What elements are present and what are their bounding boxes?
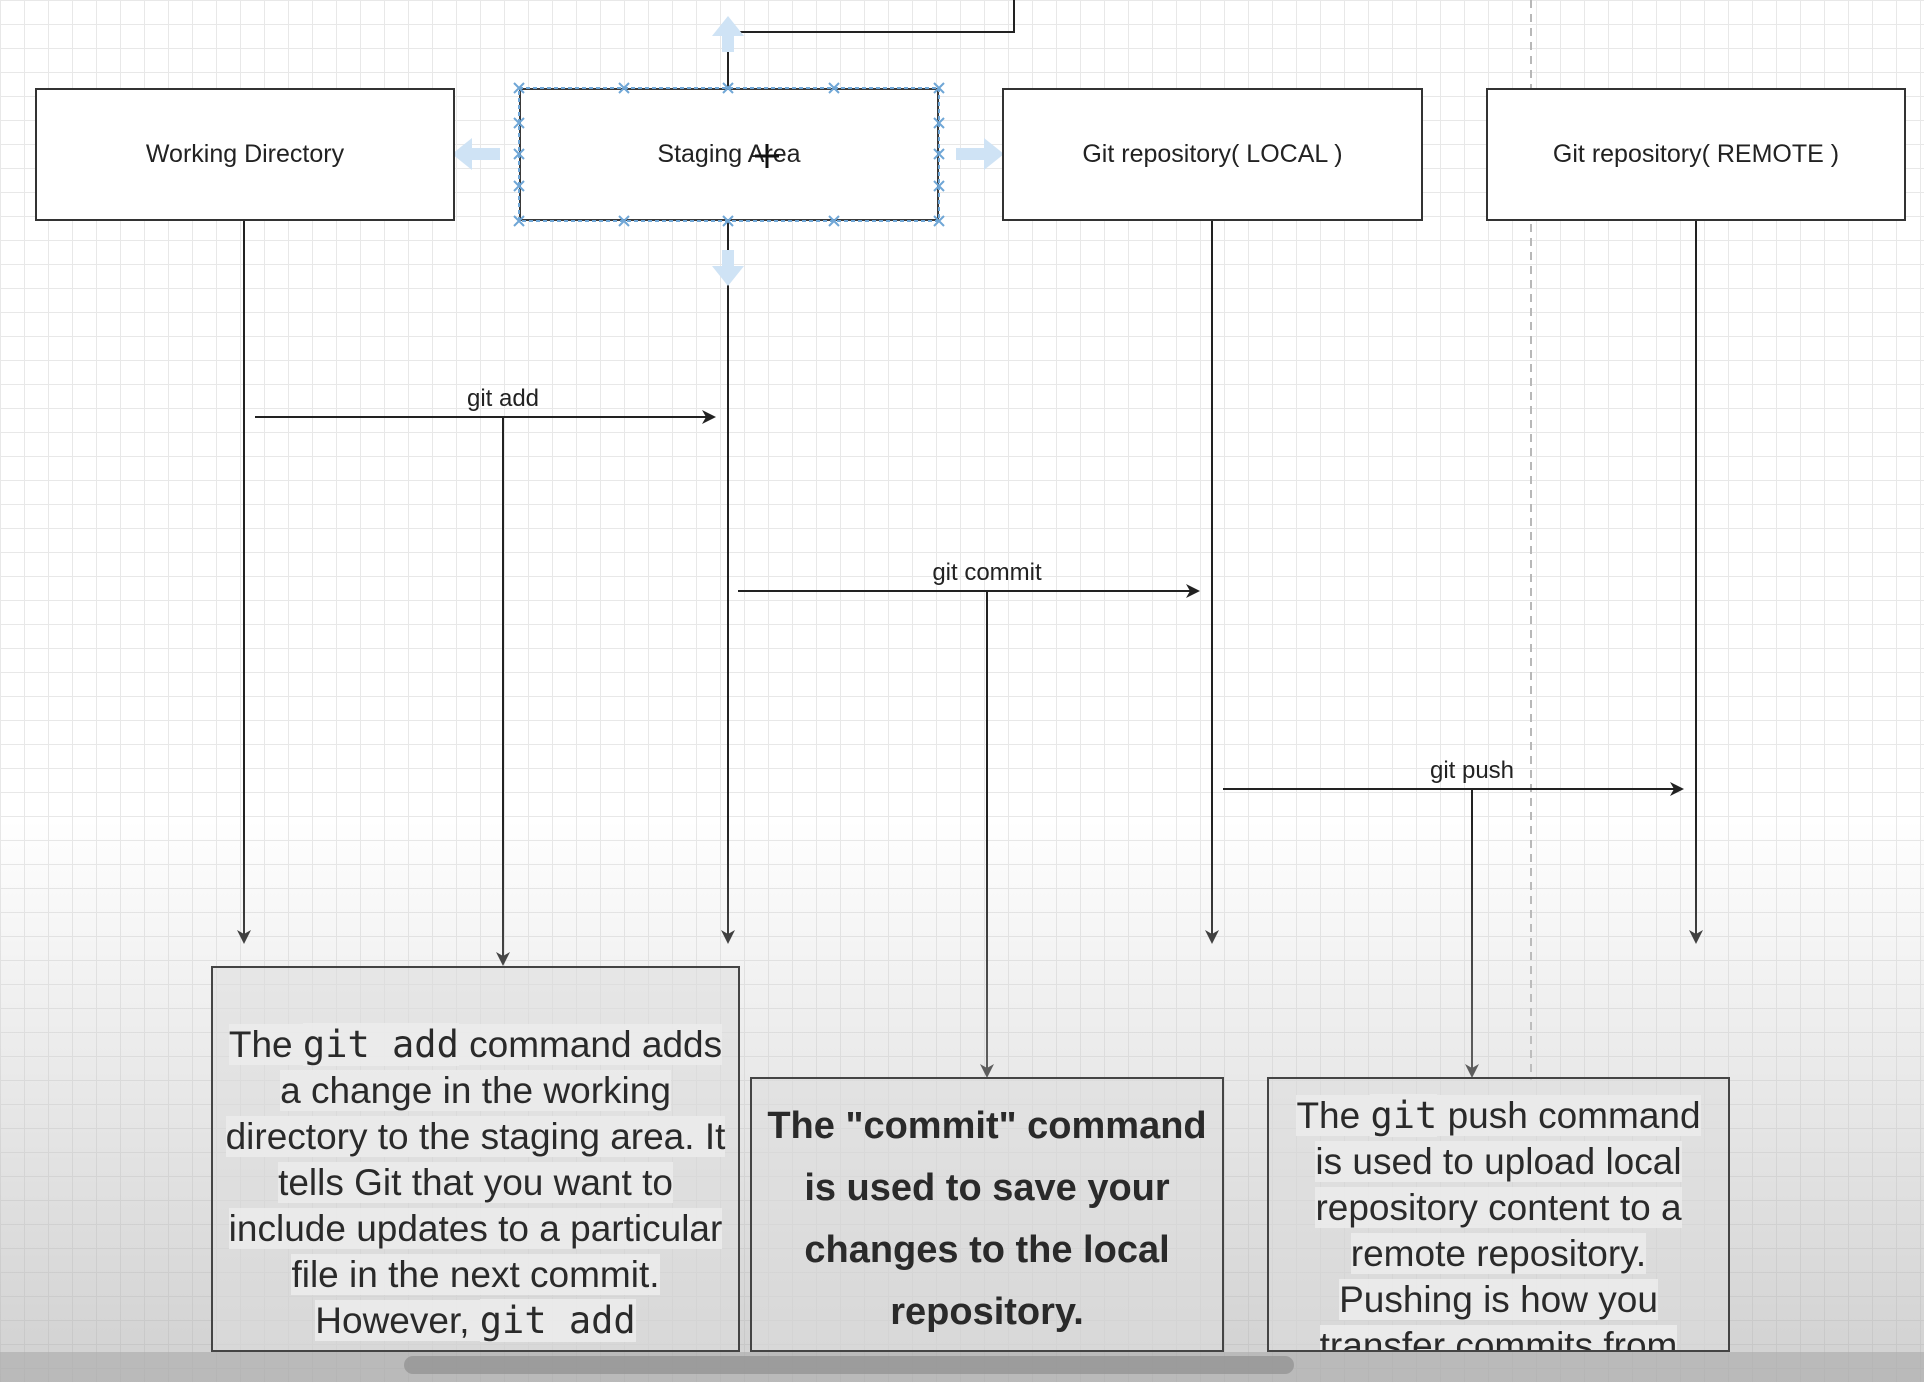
resize-handle-icon[interactable]: [513, 180, 525, 192]
resize-handle-icon[interactable]: [828, 82, 840, 94]
hover-arrow-left-icon[interactable]: [452, 138, 500, 170]
resize-handle-icon[interactable]: [933, 82, 945, 94]
working-directory-box[interactable]: Working Directory: [35, 88, 455, 221]
resize-handle-icon[interactable]: [722, 82, 734, 94]
resize-handle-icon[interactable]: [513, 82, 525, 94]
git-local-label: Git repository( LOCAL ): [1082, 140, 1343, 168]
resize-handle-icon[interactable]: [618, 215, 630, 227]
selection-handles[interactable]: [513, 82, 945, 227]
note-text-segment: command adds a change in the working dir…: [225, 1024, 726, 1341]
staging-area-box[interactable]: Staging Area: [519, 88, 939, 221]
inline-code: git: [1370, 1094, 1438, 1137]
move-cursor-icon: [755, 144, 779, 168]
staging-area-label: Staging Area: [657, 140, 801, 168]
git-push-note-text: The git push command is used to upload l…: [1279, 1093, 1718, 1350]
resize-handle-icon[interactable]: [933, 215, 945, 227]
resize-handle-icon[interactable]: [828, 215, 840, 227]
resize-handle-icon[interactable]: [513, 148, 525, 160]
incoming-connector[interactable]: [727, 0, 1015, 88]
git-local-box[interactable]: Git repository( LOCAL ): [1002, 88, 1423, 221]
git-commit-note[interactable]: The "commit" command is used to save you…: [750, 1077, 1224, 1352]
inline-code: git add: [302, 1023, 459, 1066]
working-directory-label: Working Directory: [145, 140, 345, 168]
resize-handle-icon[interactable]: [618, 82, 630, 94]
resize-handle-icon[interactable]: [722, 215, 734, 227]
resize-handle-icon[interactable]: [513, 215, 525, 227]
git-add-note-text: The git add command adds a change in the…: [221, 1022, 730, 1344]
hover-arrow-right-icon[interactable]: [956, 138, 1004, 170]
resize-handle-icon[interactable]: [513, 117, 525, 129]
git-remote-box[interactable]: Git repository( REMOTE ): [1486, 88, 1906, 221]
hover-arrows[interactable]: [452, 16, 1004, 286]
git-add-label: git add: [466, 385, 540, 412]
resize-handle-icon[interactable]: [933, 180, 945, 192]
hover-arrow-down-icon[interactable]: [712, 250, 744, 286]
selection-outline: [518, 87, 940, 222]
note-text-segment: The: [1296, 1095, 1371, 1136]
horizontal-scrollbar-thumb[interactable]: [404, 1356, 1294, 1374]
inline-code: git add: [479, 1299, 636, 1342]
git-push-note[interactable]: The git push command is used to upload l…: [1267, 1077, 1730, 1352]
git-push-label: git push: [1429, 757, 1515, 784]
resize-handle-icon[interactable]: [933, 148, 945, 160]
resize-handle-icon[interactable]: [933, 117, 945, 129]
git-commit-label: git commit: [932, 559, 1042, 586]
git-remote-label: Git repository( REMOTE ): [1552, 140, 1840, 168]
git-add-note[interactable]: The git add command adds a change in the…: [211, 966, 740, 1352]
hover-arrow-up-icon[interactable]: [712, 16, 744, 52]
note-text-segment: The: [228, 1024, 303, 1065]
git-commit-note-text: The "commit" command is used to save you…: [767, 1105, 1207, 1333]
